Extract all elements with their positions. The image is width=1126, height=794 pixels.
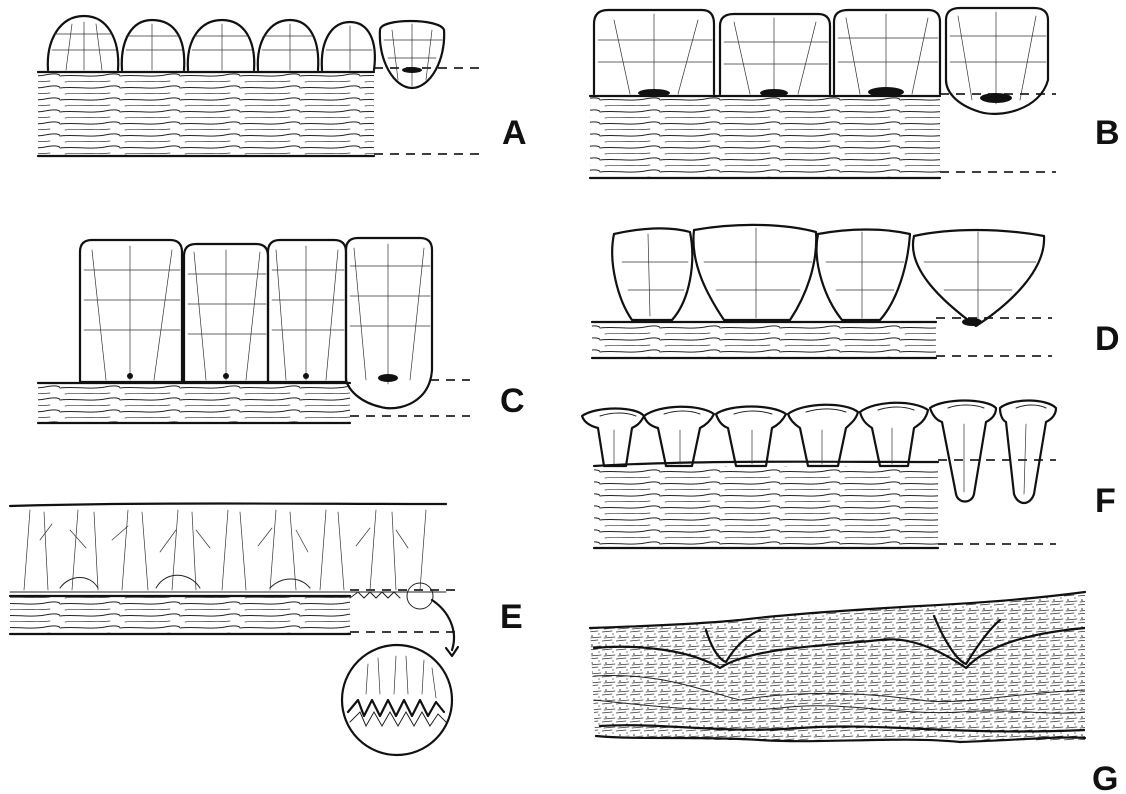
- panel-e-columns: [10, 504, 446, 599]
- zoom-arrow: [432, 600, 454, 650]
- panel-e-magnified-inset: [342, 583, 458, 755]
- panel-label-d: D: [1095, 320, 1120, 358]
- panel-a-lamellae: [38, 72, 374, 156]
- panel-a: A: [38, 16, 527, 156]
- panel-d: D: [592, 225, 1120, 358]
- panel-g-tissue: [590, 590, 1090, 745]
- panel-b-lamellae: [590, 96, 940, 178]
- panel-c: C: [38, 238, 525, 423]
- panel-g: G: [590, 590, 1118, 794]
- panel-d-cells: [612, 225, 1044, 326]
- panel-e-lamellae: [10, 596, 350, 634]
- panel-label-e: E: [500, 598, 523, 636]
- panel-f: F: [582, 401, 1116, 549]
- panel-c-cells: [80, 238, 432, 408]
- panel-e: E: [10, 504, 523, 756]
- panel-d-lamellae: [592, 322, 936, 358]
- panel-f-lamellae: [594, 466, 938, 548]
- panel-label-a: A: [502, 114, 527, 152]
- panel-label-c: C: [500, 382, 525, 420]
- panel-b: B: [590, 8, 1120, 178]
- panel-label-b: B: [1095, 114, 1120, 152]
- panel-label-f: F: [1095, 482, 1116, 520]
- panel-c-lamellae: [38, 383, 350, 423]
- panel-label-g: G: [1092, 760, 1118, 794]
